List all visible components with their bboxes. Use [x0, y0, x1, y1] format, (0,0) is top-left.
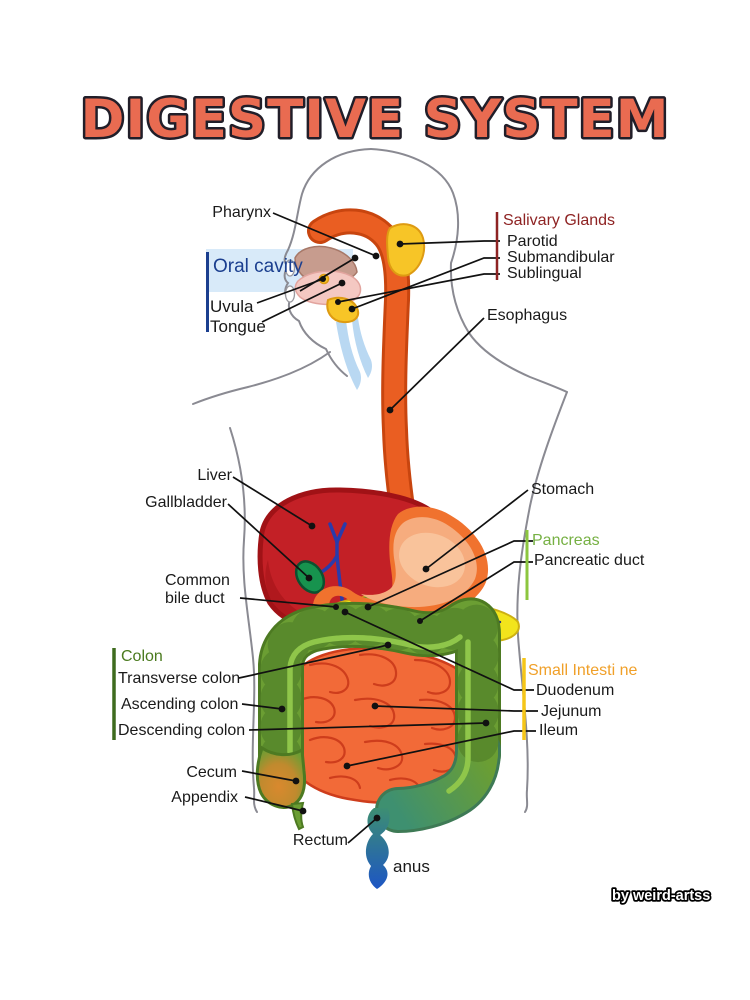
- label-esophagus: Esophagus: [487, 307, 568, 324]
- parotid-gland-shape: [386, 223, 426, 277]
- label-gallbladder: Gallbladder: [145, 494, 227, 511]
- label-stomach: Stomach: [531, 481, 595, 498]
- label-parotid: Parotid: [507, 233, 558, 250]
- body-outline: [192, 148, 568, 813]
- label-tongue: Tongue: [210, 317, 266, 336]
- label-salivary-glands-header: Salivary Glands: [503, 212, 616, 229]
- label-duodenum: Duodenum: [536, 682, 615, 699]
- label-uvula: Uvula: [210, 297, 254, 316]
- label-anus: anus: [393, 857, 430, 876]
- label-descending-colon: Descending colon: [118, 722, 246, 739]
- watermark-text: by weird-artss: [612, 888, 710, 904]
- label-rectum: Rectum: [292, 832, 348, 849]
- label-colon-header: Colon: [121, 648, 163, 665]
- label-pancreatic-duct: Pancreatic duct: [534, 552, 645, 569]
- trachea-shape: [336, 318, 372, 390]
- lower-lip-shape: [284, 285, 296, 303]
- label-common-bile-duct: Common bile duct: [165, 572, 230, 608]
- colon-shape: [258, 597, 501, 833]
- label-jejunum: Jejunum: [541, 703, 602, 720]
- label-ileum: Ileum: [539, 722, 579, 739]
- label-ascending-colon: Ascending colon: [121, 696, 239, 713]
- label-transverse-colon: Transverse colon: [118, 670, 241, 687]
- rectum-shape: [365, 808, 390, 889]
- label-pharynx: Pharynx: [212, 204, 271, 221]
- label-pancreas-header: Pancreas: [532, 532, 600, 549]
- salivary-gland-shapes: [326, 223, 426, 324]
- esophagus-shape: [307, 208, 417, 534]
- upper-lip-shape: [284, 259, 296, 277]
- label-appendix: Appendix: [171, 789, 238, 806]
- label-submandibular: Submandibular: [507, 249, 615, 266]
- intestine-coils: [298, 653, 458, 792]
- appendix-shape: [290, 801, 305, 831]
- stomach-shape: [312, 506, 489, 626]
- mouth-region: [284, 245, 362, 306]
- label-liver: Liver: [197, 467, 232, 484]
- label-sublingual: Sublingual: [507, 265, 582, 282]
- sublingual-gland-shape: [326, 296, 360, 324]
- group-rules: [112, 212, 529, 740]
- label-oral-cavity: Oral cavity: [213, 256, 303, 277]
- leader-dots: [278, 240, 490, 822]
- label-small-intestine-header: Small Intesti ne: [528, 662, 638, 679]
- label-cecum: Cecum: [186, 764, 237, 781]
- page-title: DIGESTIVE SYSTEM: [81, 89, 670, 150]
- colon-stripe: [287, 634, 463, 755]
